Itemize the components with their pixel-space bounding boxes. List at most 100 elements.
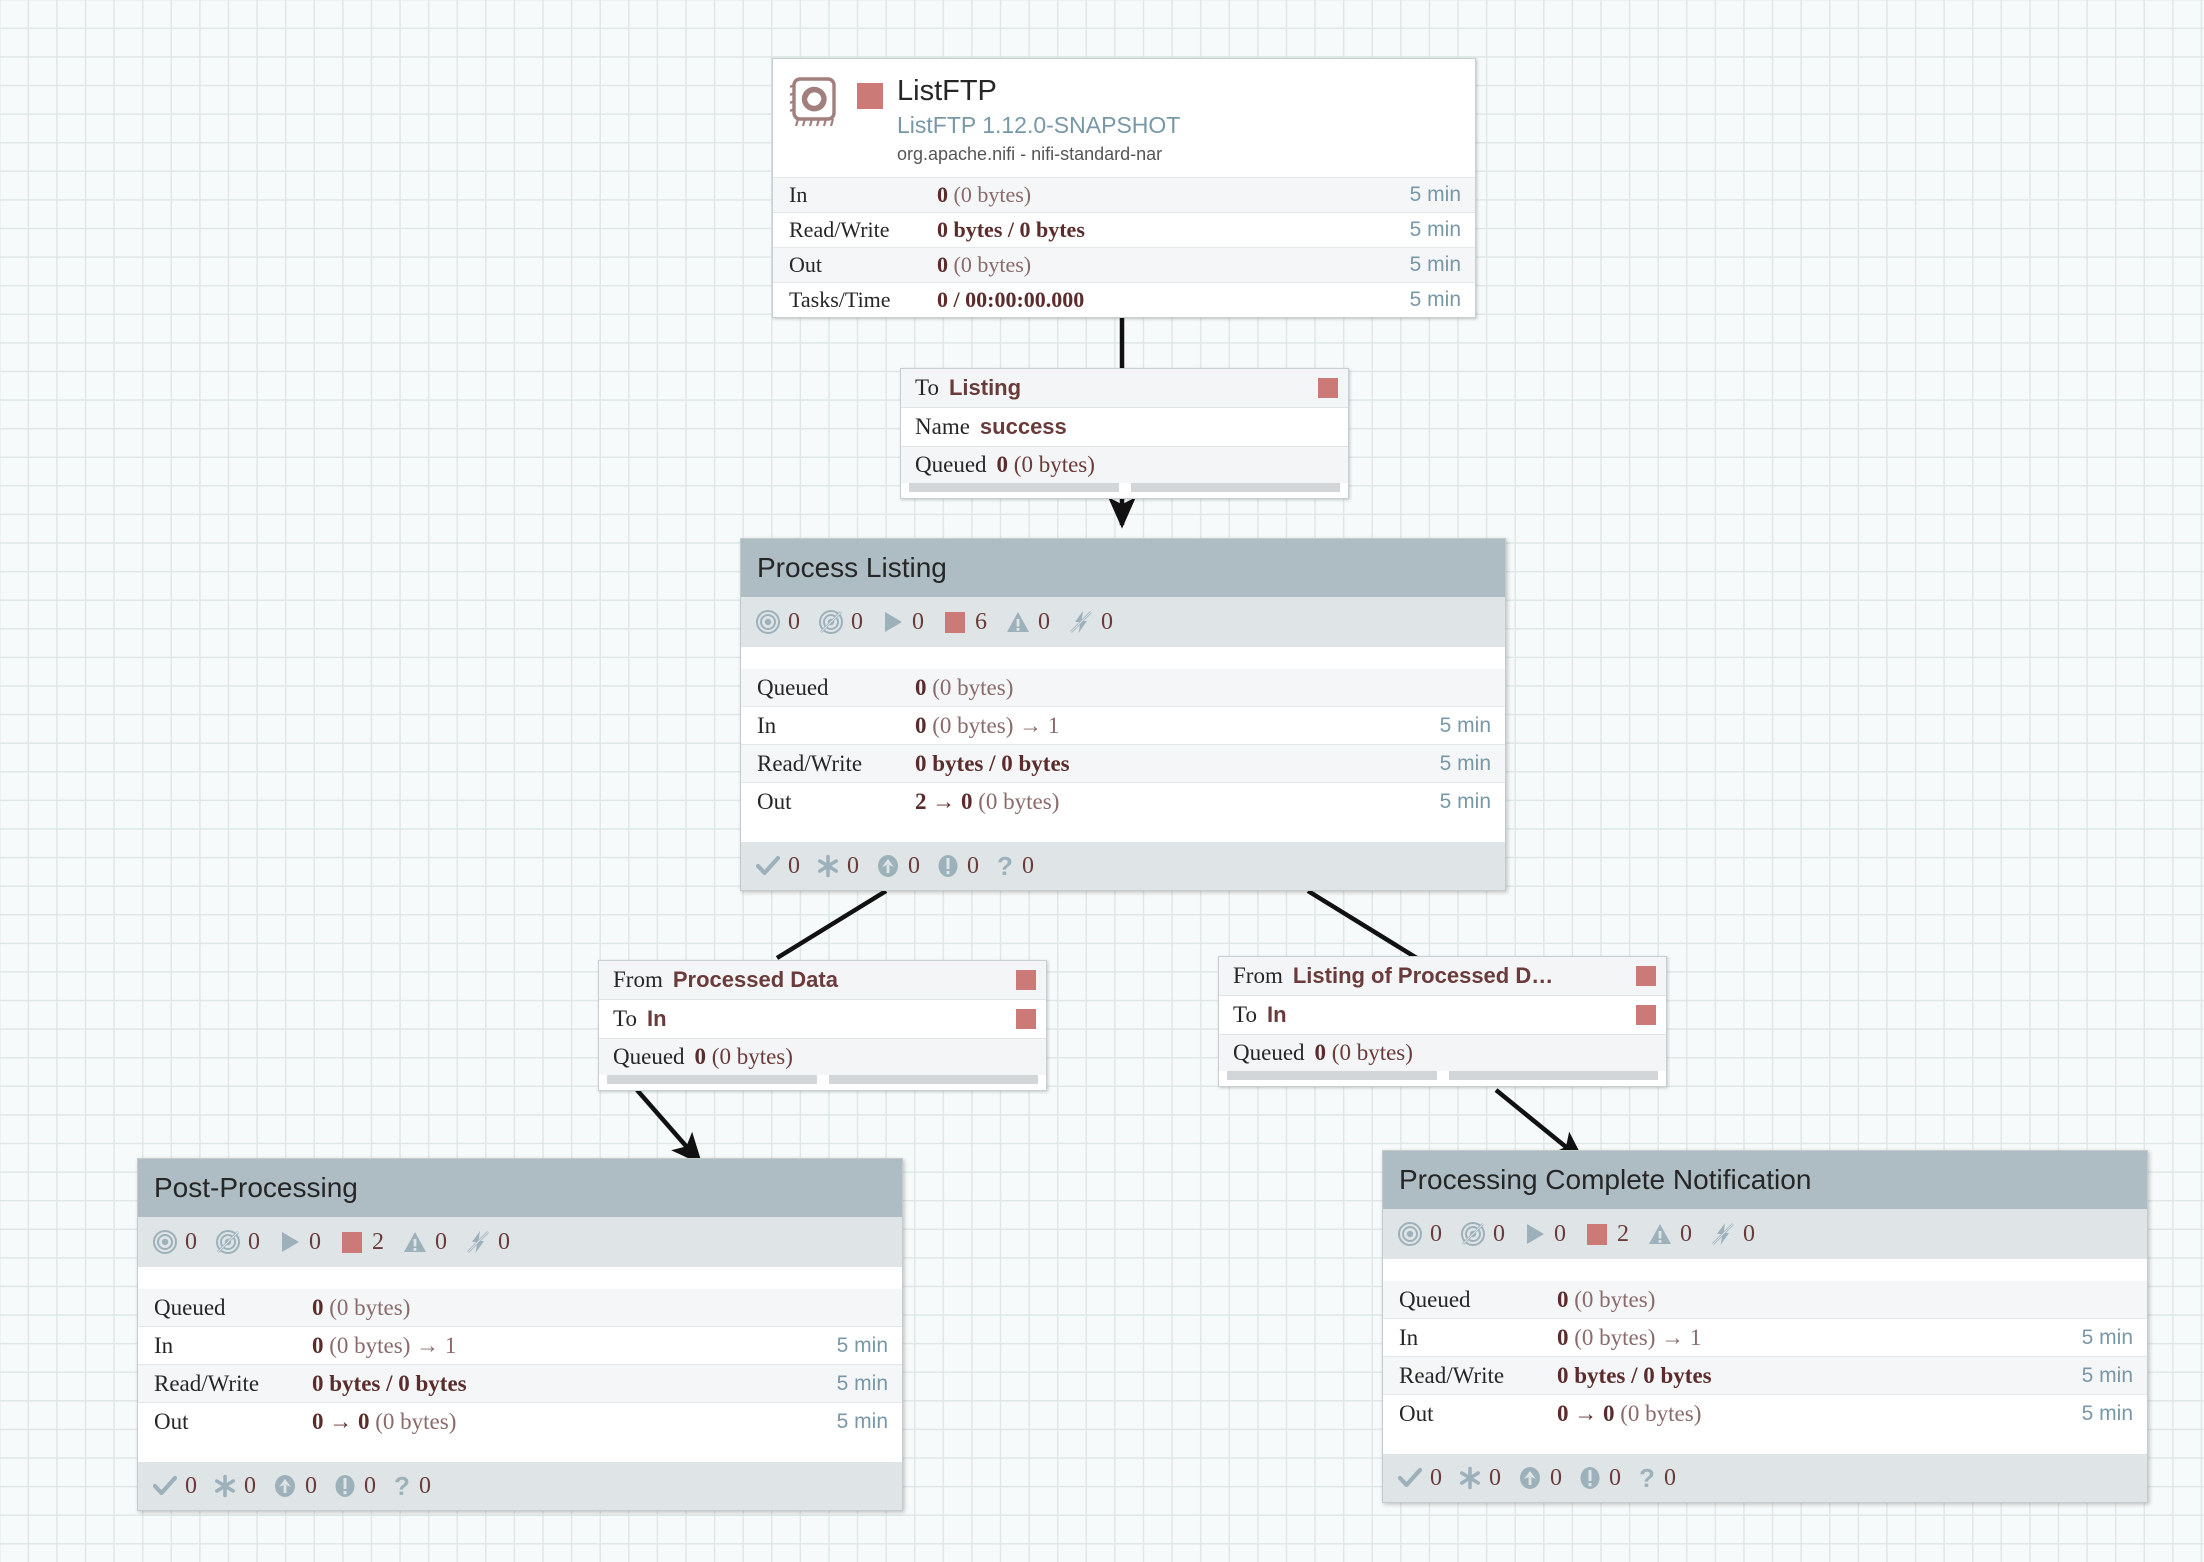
component-count-not-transmitting[interactable]: 0 [1460,1221,1505,1248]
invalid-warning-icon [1005,609,1031,635]
queued-value: 0 (0 bytes) [1314,1040,1413,1065]
stopped-square-icon[interactable] [1016,1009,1036,1029]
stat-value: 0 bytes / 0 bytes [1557,1362,1712,1388]
component-count-transmitting[interactable]: 0 [1397,1221,1442,1248]
stat-value: 0 (0 bytes) [937,182,1032,208]
component-count-disabled[interactable]: 0 [1068,609,1113,636]
component-count-running[interactable]: 0 [881,609,924,636]
connection-row-key: To [915,375,939,400]
version-state-exclamation-circle[interactable]: 0 [936,853,979,880]
component-count-invalid-warning[interactable]: 0 [1647,1221,1692,1248]
count-value: 0 [1554,1220,1566,1247]
component-count-disabled[interactable]: 0 [465,1229,510,1256]
count-value: 0 [244,1472,256,1499]
not-transmitting-icon [215,1229,241,1255]
group-spacer-bottom [741,820,1505,842]
version-state-question-mark[interactable]: ?0 [1637,1465,1676,1492]
component-count-running[interactable]: 0 [1523,1221,1566,1248]
group-spacer-top [741,647,1505,669]
count-value: 0 [1680,1220,1692,1247]
stat-label: Read/Write [789,217,890,243]
version-state-up-arrow-circle[interactable]: 0 [875,853,920,880]
connection-row-key: To [1233,1002,1257,1027]
connection-progress-bars [901,483,1348,498]
processor-name: ListFTP [897,75,997,107]
check-icon [1397,1466,1423,1490]
version-state-exclamation-circle[interactable]: 0 [1578,1465,1621,1492]
stat-time: 5 min [1439,751,1491,775]
connection-row-value: In [1266,1002,1287,1027]
version-state-check[interactable]: 0 [152,1473,197,1500]
queued-size-bar [1448,1071,1658,1080]
count-value: 0 [185,1472,197,1499]
stat-time: 5 min [2081,1401,2133,1425]
queued-value: 0 (0 bytes) [996,452,1095,477]
invalid-warning-icon [1647,1221,1673,1247]
stopped-square-icon[interactable] [857,83,883,109]
component-count-disabled[interactable]: 0 [1710,1221,1755,1248]
question-mark-icon: ? [995,853,1015,879]
stopped-square-icon[interactable] [1636,1005,1656,1025]
group-spacer-top [1383,1259,2147,1281]
connection-row-value: success [979,414,1067,439]
component-count-invalid-warning[interactable]: 0 [1005,609,1050,636]
processor-listftp[interactable]: ListFTP ListFTP 1.12.0-SNAPSHOT org.apac… [772,58,1476,319]
component-count-stopped[interactable]: 6 [942,609,987,636]
version-state-asterisk[interactable]: 0 [213,1473,256,1500]
stopped-square-icon[interactable] [1016,970,1036,990]
version-state-check[interactable]: 0 [755,853,800,880]
version-state-up-arrow-circle[interactable]: 0 [272,1473,317,1500]
component-count-stopped[interactable]: 2 [339,1229,384,1256]
running-icon [278,1229,302,1255]
stopped-square-icon[interactable] [1636,966,1656,986]
exclamation-circle-icon [936,853,960,879]
stopped-square-icon[interactable] [1318,378,1338,398]
stat-label: Out [154,1408,189,1434]
connection-progress-bars [1219,1071,1666,1086]
not-transmitting-icon [1460,1221,1486,1247]
version-state-up-arrow-circle[interactable]: 0 [1517,1465,1562,1492]
count-value: 0 [364,1472,376,1499]
version-state-check[interactable]: 0 [1397,1465,1442,1492]
processor-header: ListFTP ListFTP 1.12.0-SNAPSHOT org.apac… [773,59,1475,178]
version-state-question-mark[interactable]: ?0 [995,853,1034,880]
component-count-running[interactable]: 0 [278,1229,321,1256]
stat-time: 5 min [1409,218,1461,242]
component-count-invalid-warning[interactable]: 0 [402,1229,447,1256]
component-count-transmitting[interactable]: 0 [755,609,800,636]
count-value: 2 [372,1228,384,1255]
count-value: 6 [975,608,987,635]
component-count-not-transmitting[interactable]: 0 [215,1229,260,1256]
component-count-not-transmitting[interactable]: 0 [818,609,863,636]
count-value: 0 [1101,608,1113,635]
count-value: 0 [912,608,924,635]
version-state-asterisk[interactable]: 0 [816,853,859,880]
component-count-stopped[interactable]: 2 [1584,1221,1629,1248]
component-count-transmitting[interactable]: 0 [152,1229,197,1256]
svg-text:?: ? [1639,1465,1655,1491]
connection-row-value: Processed Data [672,967,838,992]
version-state-exclamation-circle[interactable]: 0 [333,1473,376,1500]
exclamation-circle-icon [1578,1465,1602,1491]
count-value: 0 [1430,1220,1442,1247]
count-value: 0 [1489,1464,1501,1491]
version-state-question-mark[interactable]: ?0 [392,1473,431,1500]
version-state-asterisk[interactable]: 0 [1458,1465,1501,1492]
exclamation-circle-icon [333,1473,357,1499]
